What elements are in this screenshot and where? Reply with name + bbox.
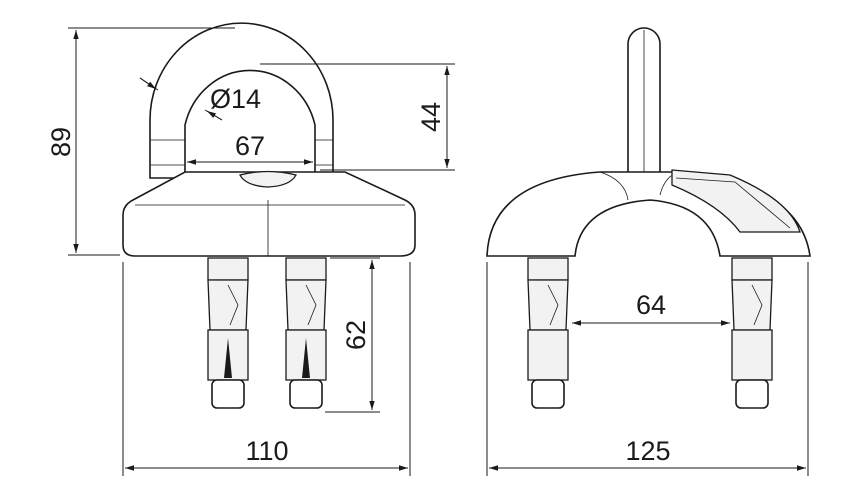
anchor-bolt-back — [731, 257, 773, 409]
dim-base-length-125: 125 — [625, 436, 670, 466]
lock-slot — [671, 169, 801, 233]
dim-inner-width-67: 67 — [235, 131, 265, 161]
base-housing — [122, 170, 416, 257]
dim-anchor-spacing-64: 64 — [636, 290, 666, 320]
shackle — [149, 22, 334, 179]
dim-inner-height-44: 44 — [416, 102, 446, 132]
side-view: 64 125 — [486, 27, 811, 476]
anchor-bolt-front — [527, 257, 569, 409]
dim-diameter-14: Ø14 — [210, 84, 261, 114]
dim-anchor-depth-62: 62 — [341, 320, 371, 350]
anchor-bolt-left — [207, 257, 249, 409]
front-view: 89 Ø14 67 44 62 110 — [46, 22, 455, 476]
anchor-bolt-right — [285, 257, 327, 409]
dim-base-width-110: 110 — [245, 436, 288, 466]
dim-height-89: 89 — [46, 127, 76, 157]
